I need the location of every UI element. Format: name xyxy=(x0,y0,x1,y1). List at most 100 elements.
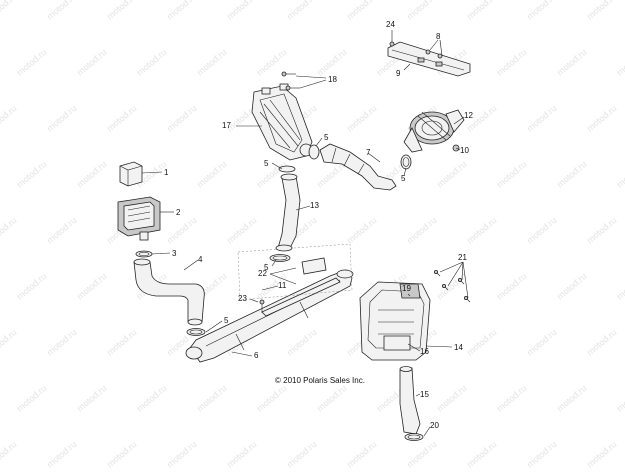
watermark-text: motod.ru xyxy=(495,47,529,77)
watermark-text: motod.ru xyxy=(15,271,49,301)
part-21-screws xyxy=(433,269,471,303)
part-7-hose xyxy=(319,143,397,191)
watermark-text: motod.ru xyxy=(525,103,559,133)
watermark-text: motod.ru xyxy=(195,383,229,413)
watermark-text: motod.ru xyxy=(585,215,619,245)
callout-13: 13 xyxy=(310,201,319,210)
watermark-text: motod.ru xyxy=(45,215,79,245)
part-20-clamp xyxy=(404,433,424,441)
callout-15: 15 xyxy=(420,390,429,399)
watermark-text: motod.ru xyxy=(585,0,619,22)
watermark-text: motod.ru xyxy=(525,0,559,22)
watermark-text: motod.ru xyxy=(15,47,49,77)
watermark-text: motod.ru xyxy=(195,159,229,189)
watermark-text: motod.ru xyxy=(555,383,589,413)
callout-7: 7 xyxy=(366,148,371,157)
part-18-bolts xyxy=(281,71,300,91)
watermark-text: motod.ru xyxy=(345,215,379,245)
watermark-text: motod.ru xyxy=(615,271,625,301)
watermark-text: motod.ru xyxy=(0,327,19,357)
watermark-text: motod.ru xyxy=(105,439,139,468)
watermark-text: motod.ru xyxy=(105,0,139,22)
watermark-text: motod.ru xyxy=(345,103,379,133)
watermark-text: motod.ru xyxy=(0,103,19,133)
part-23-screw xyxy=(259,299,265,313)
callout-6: 6 xyxy=(254,351,259,360)
part-3-clamp xyxy=(135,250,153,258)
part-5-clamp-lower-left xyxy=(186,328,206,336)
watermark-text: motod.ru xyxy=(135,47,169,77)
part-16-pad xyxy=(383,335,411,351)
part-24-pin xyxy=(389,30,395,47)
watermark-text: motod.ru xyxy=(495,383,529,413)
callout-19: 19 xyxy=(402,284,411,293)
watermark-text: motod.ru xyxy=(405,439,439,468)
watermark-text: motod.ru xyxy=(525,327,559,357)
watermark-text: motod.ru xyxy=(405,215,439,245)
part-19-tab xyxy=(399,283,421,299)
watermark-text: motod.ru xyxy=(135,383,169,413)
watermark-text: motod.ru xyxy=(225,0,259,22)
watermark-text: motod.ru xyxy=(75,159,109,189)
callout-5-middle: 5 xyxy=(264,263,269,272)
callout-23: 23 xyxy=(238,294,247,303)
watermark-text: motod.ru xyxy=(555,47,589,77)
watermark-text: motod.ru xyxy=(555,271,589,301)
watermark-text: motod.ru xyxy=(345,0,379,22)
part-11-strap xyxy=(261,277,341,317)
watermark-text: motod.ru xyxy=(585,439,619,468)
callout-1: 1 xyxy=(164,168,169,177)
watermark-text: motod.ru xyxy=(165,103,199,133)
watermark-text: motod.ru xyxy=(225,215,259,245)
watermark-text: motod.ru xyxy=(45,439,79,468)
watermark-text: motod.ru xyxy=(285,439,319,468)
callout-12: 12 xyxy=(464,111,473,120)
callouts: 1 2 3 4 5 5 5 5 5 6 7 8 9 10 11 12 13 14… xyxy=(164,20,473,430)
callout-5-lower-left: 5 xyxy=(224,316,229,325)
part-5-clamp-right xyxy=(400,154,412,170)
leader-lines xyxy=(141,39,469,437)
part-17-housing xyxy=(251,83,313,161)
watermark-text: motod.ru xyxy=(525,215,559,245)
watermark-text: motod.ru xyxy=(75,383,109,413)
watermark-text: motod.ru xyxy=(495,159,529,189)
watermark-text: motod.ru xyxy=(0,439,19,468)
callout-14: 14 xyxy=(454,343,463,352)
watermark-text: motod.ru xyxy=(315,47,349,77)
watermark-text: motod.ru xyxy=(15,159,49,189)
callout-16: 16 xyxy=(420,347,429,356)
callout-22: 22 xyxy=(258,269,267,278)
watermark-text: motod.ru xyxy=(615,47,625,77)
part-4-elbow-duct xyxy=(133,258,205,326)
watermark-text: motod.ru xyxy=(615,159,625,189)
watermark-text: motod.ru xyxy=(435,383,469,413)
part-5-clamp-housing xyxy=(308,144,320,160)
part-13-duct xyxy=(275,173,301,252)
watermark-text: motod.ru xyxy=(75,47,109,77)
callout-5-upper: 5 xyxy=(264,159,269,168)
part-22-outline xyxy=(237,243,353,301)
callout-5-housing: 5 xyxy=(324,133,329,142)
callout-21: 21 xyxy=(458,253,467,262)
callout-3: 3 xyxy=(172,249,177,258)
callout-2: 2 xyxy=(176,208,181,217)
callout-20: 20 xyxy=(430,421,439,430)
part-2-filter-housing xyxy=(117,196,161,241)
callout-9: 9 xyxy=(396,69,401,78)
callout-5-right: 5 xyxy=(401,174,406,183)
part-1-block xyxy=(119,161,143,187)
watermark-text: motod.ru xyxy=(45,103,79,133)
watermark-text: motod.ru xyxy=(465,439,499,468)
watermark-text: motod.ru xyxy=(405,0,439,22)
watermark-text: motod.ru xyxy=(465,0,499,22)
watermark-text: motod.ru xyxy=(105,103,139,133)
watermark-text: motod.ru xyxy=(495,271,529,301)
watermark-text: motod.ru xyxy=(165,215,199,245)
watermark-text: motod.ru xyxy=(0,215,19,245)
part-9-bracket xyxy=(387,41,471,77)
watermark-text: motod.ru xyxy=(285,0,319,22)
watermark-text: motod.ru xyxy=(15,383,49,413)
